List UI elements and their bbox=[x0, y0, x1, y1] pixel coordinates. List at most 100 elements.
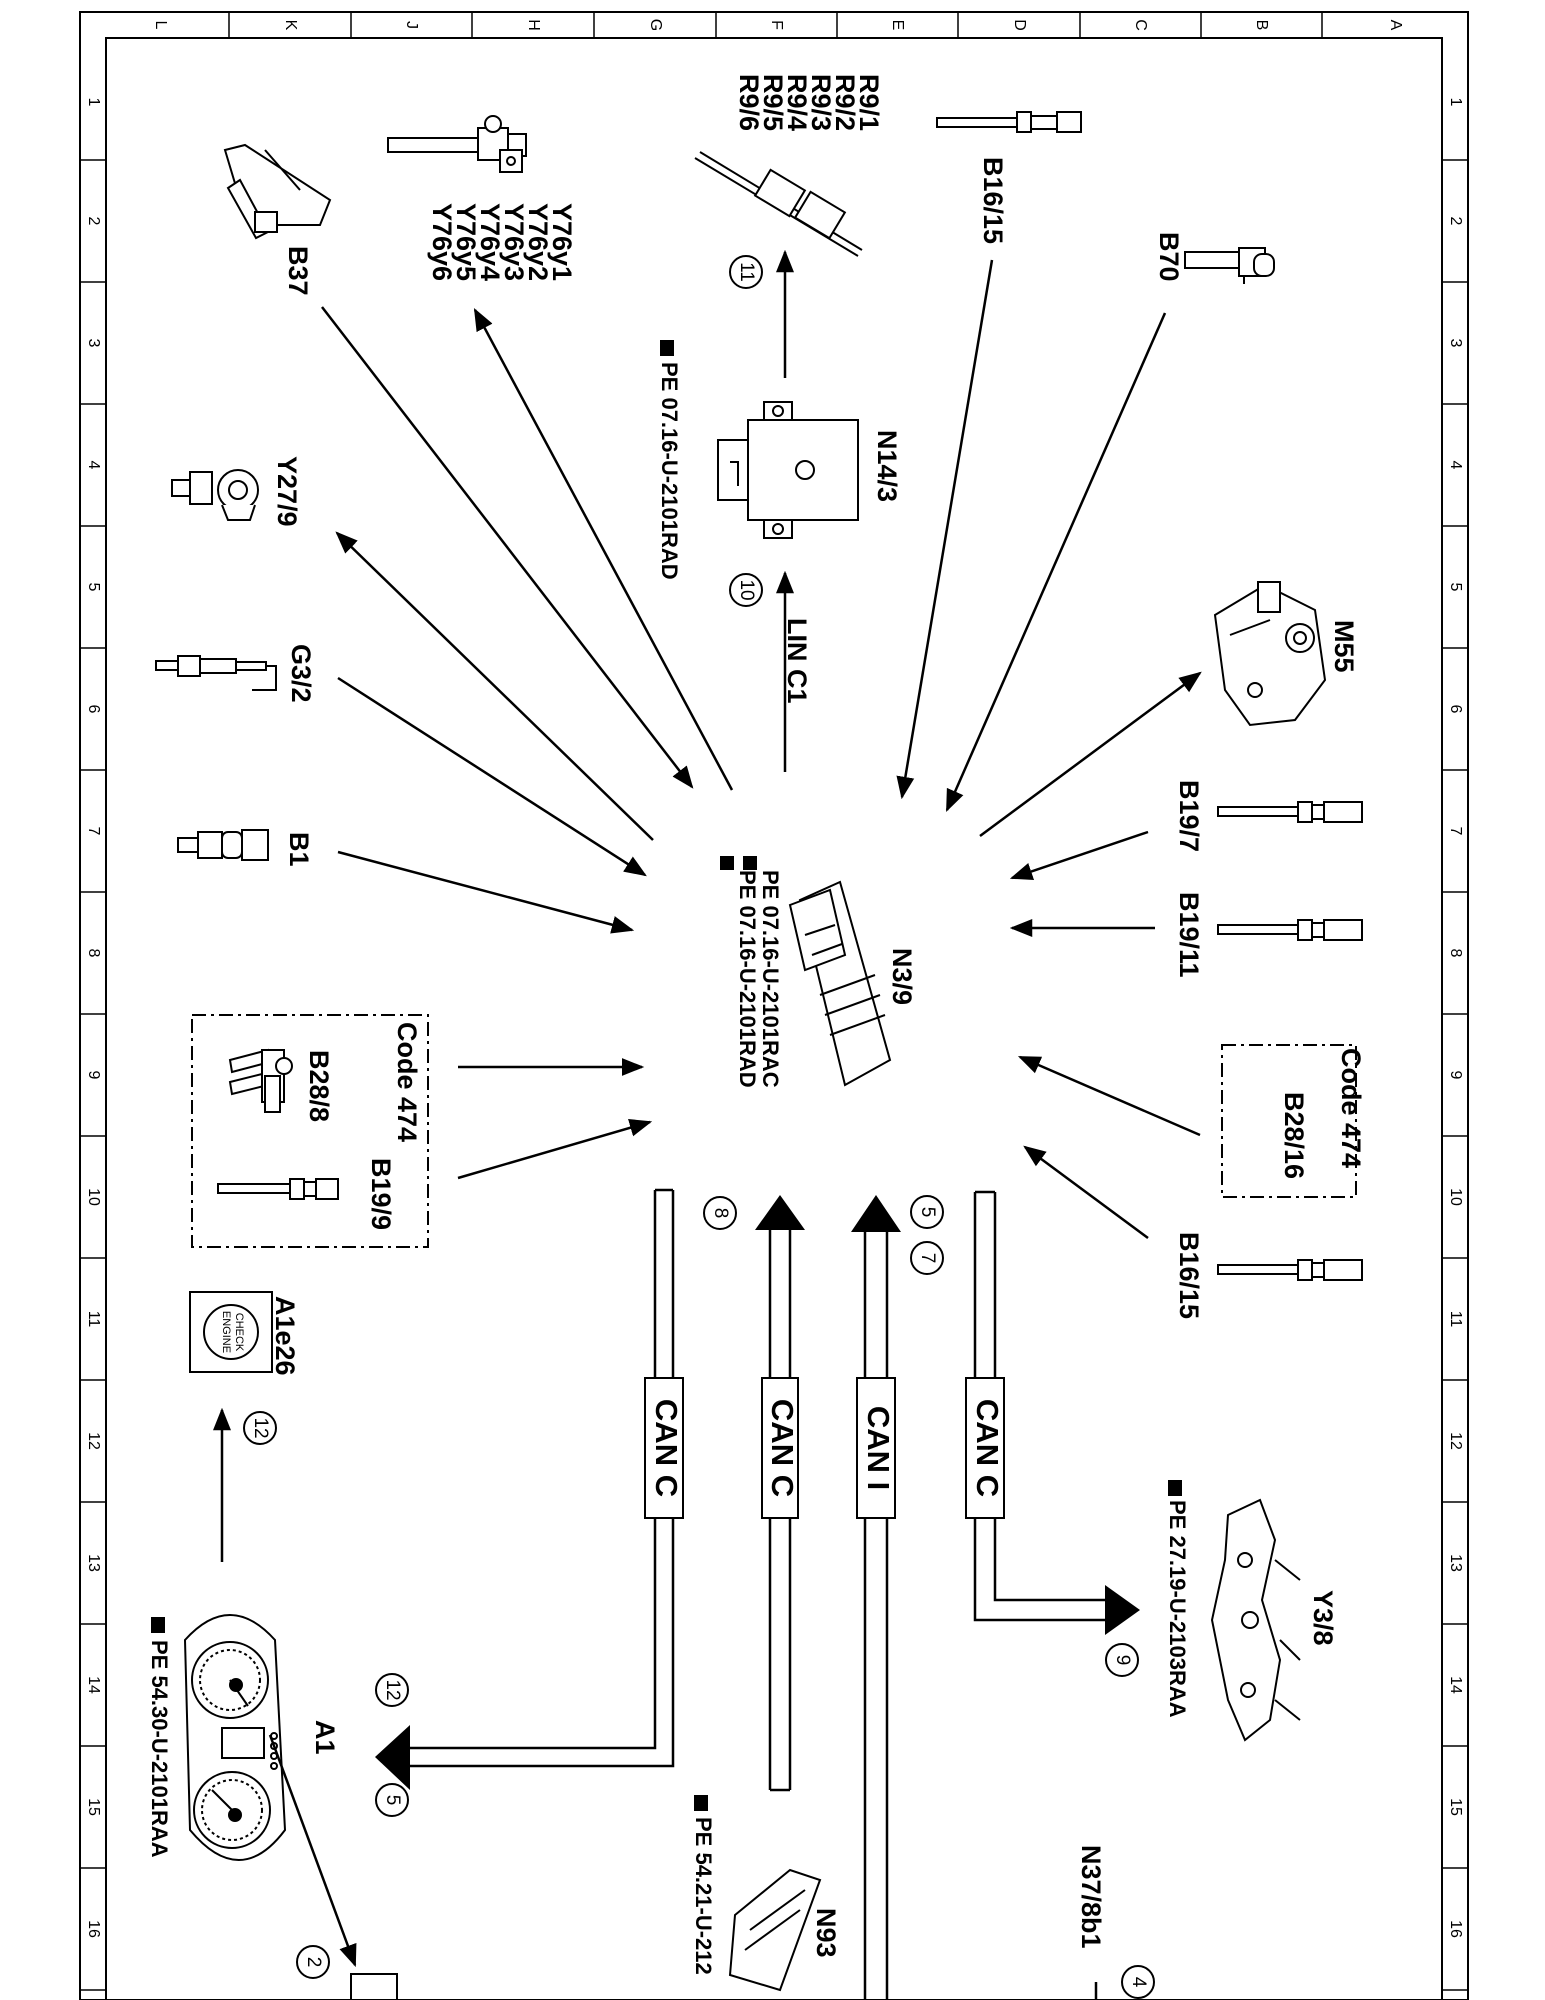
grid-number-left-3: 3 bbox=[85, 339, 102, 348]
label-a1: A1 bbox=[310, 1720, 340, 1755]
grid-number-left-9: 9 bbox=[85, 1071, 102, 1080]
grid-number-right-10: 10 bbox=[1447, 1188, 1464, 1206]
grid-number-right-7: 7 bbox=[1447, 827, 1464, 836]
arrow-b28-16-to-ecu bbox=[1017, 1055, 1201, 1137]
grid-number-left-12: 12 bbox=[85, 1432, 102, 1450]
label-b1: B1 bbox=[284, 832, 314, 867]
grid-letter-l: L bbox=[152, 21, 169, 30]
grid-letter-j: J bbox=[403, 21, 420, 29]
arrow-b19-9-to-ecu bbox=[457, 1119, 653, 1180]
arrow-b19-7-to-ecu bbox=[1009, 830, 1149, 881]
label-b28-16: B28/16 bbox=[1279, 1092, 1309, 1179]
transmission-control-icon bbox=[1210, 1498, 1301, 1742]
grid-letter-h: H bbox=[525, 19, 542, 31]
label-code-474-right: Code 474 bbox=[1336, 1048, 1366, 1168]
label-y76y4: Y76y4 bbox=[475, 203, 505, 281]
grid-number-right-8: 8 bbox=[1447, 949, 1464, 958]
arrow-b16-15-lower-to-ecu bbox=[1023, 1145, 1149, 1240]
outer-frame bbox=[79, 11, 1469, 2000]
temperature-sensor-icon bbox=[936, 111, 1082, 133]
label-y76y3: Y76y3 bbox=[499, 203, 529, 281]
label-y76y5: Y76y5 bbox=[451, 203, 481, 281]
grid-number-left-11: 11 bbox=[85, 1311, 102, 1328]
grid-numbers: 1 2 3 4 5 6 7 8 9 10 11 12 13 14 15 16 1… bbox=[85, 98, 1464, 1938]
egr-valve-icon bbox=[171, 469, 259, 521]
inner-frame bbox=[105, 37, 1443, 2000]
marker-circle-4 bbox=[1121, 1965, 1155, 1999]
marker-7: 7 bbox=[917, 1253, 938, 1264]
label-y76y2: Y76y2 bbox=[523, 203, 553, 281]
check-engine-lamp-text-bottom: ENGINE bbox=[220, 1311, 232, 1353]
glow-module-icon bbox=[717, 401, 859, 539]
label-b19-9: B19/9 bbox=[366, 1158, 396, 1230]
grid-number-right-9: 9 bbox=[1447, 1071, 1464, 1080]
marker-circle-9 bbox=[1105, 1643, 1139, 1677]
circle-markers bbox=[243, 255, 1155, 1999]
marker-circle-7 bbox=[910, 1241, 944, 1275]
marker-circle-12-top bbox=[243, 1411, 277, 1445]
label-r9-2: R9/2 bbox=[830, 74, 860, 131]
label-b19-7: B19/7 bbox=[1174, 780, 1204, 852]
label-b37: B37 bbox=[283, 246, 313, 296]
reference-hand-icon-n93 bbox=[694, 1795, 708, 1811]
grid-number-left-14: 14 bbox=[85, 1676, 102, 1694]
top-grid-ticks bbox=[228, 12, 1323, 38]
central-gateway-icon bbox=[728, 1868, 822, 1992]
grid-number-right-14: 14 bbox=[1447, 1676, 1464, 1694]
pedal-sensor-icon bbox=[223, 143, 332, 240]
label-code-474-left: Code 474 bbox=[392, 1022, 422, 1142]
grid-letter-k: K bbox=[282, 20, 299, 31]
marker-12-top: 12 bbox=[250, 1417, 271, 1438]
injector-icon bbox=[387, 115, 527, 173]
can-label-boxes bbox=[644, 1377, 1005, 1519]
can-label-box-2 bbox=[761, 1377, 799, 1519]
grid-number-left-4: 4 bbox=[85, 461, 102, 470]
engine-control-unit-icon bbox=[788, 880, 892, 1087]
label-n3-9-ref-2: PE 07.16-U-2101RAD bbox=[735, 870, 760, 1088]
grid-number-right-1: 1 bbox=[1447, 98, 1464, 107]
can-bus-label-3: CAN I bbox=[861, 1406, 896, 1490]
glow-plug-icon bbox=[694, 151, 863, 257]
marker-2: 2 bbox=[303, 1957, 324, 1968]
marker-circle-11 bbox=[729, 255, 763, 289]
label-y3-8-ref: PE 27.19-U-2103RAA bbox=[1165, 1500, 1190, 1718]
b19-11-sensor-icon bbox=[1217, 919, 1363, 941]
can-arrowhead-a1 bbox=[375, 1725, 410, 1790]
grid-number-left-2: 2 bbox=[85, 217, 102, 226]
label-a1e26: A1e26 bbox=[270, 1296, 300, 1376]
connector-box-icon bbox=[350, 1973, 398, 2000]
arrow-y27-from-ecu bbox=[335, 531, 654, 841]
label-n14-3: N14/3 bbox=[872, 430, 902, 502]
label-b70: B70 bbox=[1154, 232, 1184, 282]
side-grid-ticks bbox=[80, 159, 1468, 1991]
pressure-sensor-icon bbox=[177, 829, 269, 861]
b19-9-sensor-icon bbox=[217, 1178, 339, 1200]
grid-letter-c: C bbox=[1132, 19, 1149, 31]
label-n14-3-ref: PE 07.16-U-2101RAD bbox=[657, 362, 682, 580]
grid-number-right-13: 13 bbox=[1447, 1554, 1464, 1572]
b16-15-lower-sensor-icon bbox=[1217, 1259, 1363, 1281]
arrow-m55-from-ecu bbox=[979, 671, 1202, 838]
grid-number-left-6: 6 bbox=[85, 705, 102, 714]
reference-hand-icon-n3-2 bbox=[720, 856, 734, 870]
grid-number-right-6: 6 bbox=[1447, 705, 1464, 714]
can-arrowheads bbox=[375, 1195, 1140, 1790]
label-r9-3: R9/3 bbox=[806, 74, 836, 131]
grid-number-left-16: 16 bbox=[85, 1920, 102, 1938]
oxygen-sensor-icon bbox=[155, 655, 277, 691]
b28-8-sensor-icon bbox=[228, 1048, 293, 1113]
marker-circle-12-bottom bbox=[375, 1673, 409, 1707]
can-label-box-3 bbox=[856, 1377, 896, 1519]
label-y76y6: Y76y6 bbox=[427, 203, 457, 281]
reference-hand-icon-n14 bbox=[660, 340, 674, 356]
can-label-box-1 bbox=[644, 1377, 684, 1519]
instrument-cluster-icon bbox=[183, 1614, 287, 1861]
marker-circle-5-bottom bbox=[375, 1783, 409, 1817]
can-arrowhead-bus-2 bbox=[755, 1195, 805, 1230]
grid-number-left-8: 8 bbox=[85, 949, 102, 958]
arrow-b37-to-ecu bbox=[321, 306, 694, 789]
grid-letter-f: F bbox=[768, 20, 785, 30]
label-b28-8: B28/8 bbox=[304, 1050, 334, 1122]
code-474-left-box bbox=[191, 1014, 429, 1248]
label-a1-ref: PE 54.30-U-2101RAA bbox=[147, 1640, 172, 1858]
